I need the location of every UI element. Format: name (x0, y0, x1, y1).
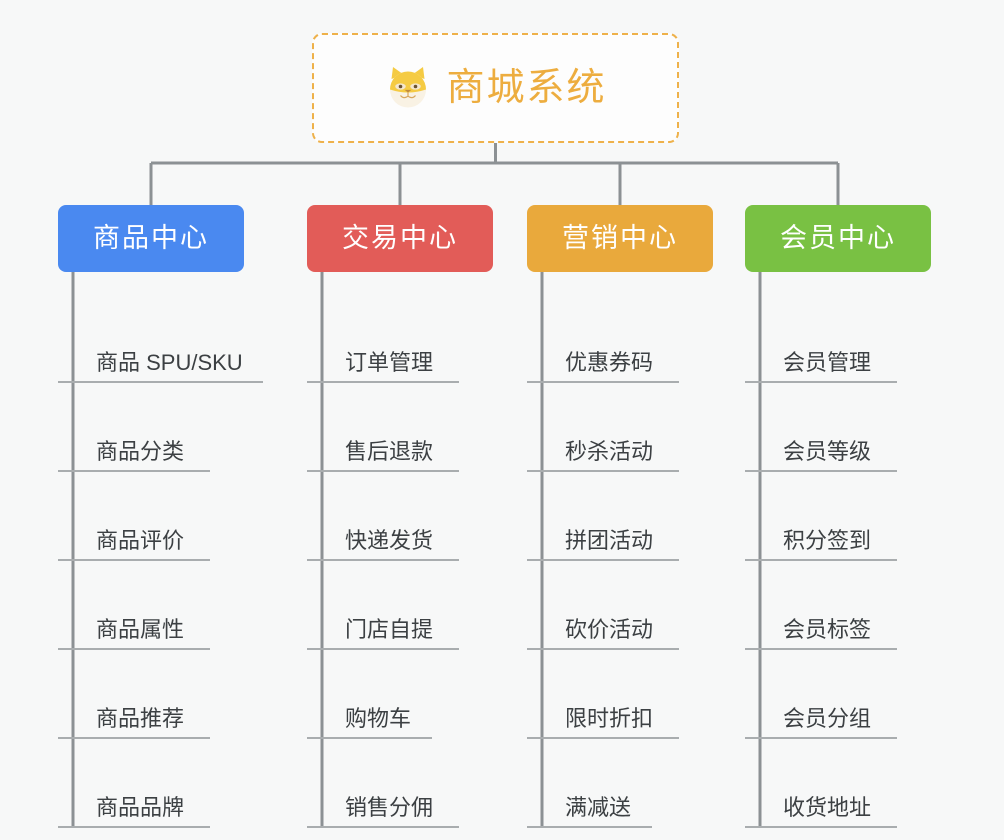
leaf-item-label: 优惠券码 (565, 350, 654, 375)
leaf-item-underline (745, 648, 897, 650)
leaf-item-underline (307, 559, 459, 561)
leaf-item-underline (307, 381, 459, 383)
leaf-item[interactable]: 商品评价 (58, 472, 244, 561)
leaf-item-underline (307, 826, 459, 828)
leaf-item[interactable]: 商品推荐 (58, 650, 244, 739)
leaf-item-underline (58, 737, 210, 739)
leaf-item[interactable]: 秒杀活动 (527, 383, 713, 472)
leaf-item-underline (307, 648, 459, 650)
leaf-item-label: 订单管理 (345, 350, 434, 375)
leaf-item-label: 会员标签 (783, 617, 872, 642)
category-column-member-center: 会员中心会员管理会员等级积分签到会员标签会员分组收货地址 (745, 205, 931, 828)
leaf-item-label: 拼团活动 (565, 528, 654, 553)
leaf-item-label: 门店自提 (345, 617, 434, 642)
leaf-item[interactable]: 销售分佣 (307, 739, 493, 828)
category-header-label: 会员中心 (780, 223, 896, 253)
category-header-marketing-center[interactable]: 营销中心 (527, 205, 713, 272)
leaf-item[interactable]: 售后退款 (307, 383, 493, 472)
category-header-trade-center[interactable]: 交易中心 (307, 205, 493, 272)
leaf-item[interactable]: 订单管理 (307, 294, 493, 383)
leaf-item-underline (58, 381, 263, 383)
leaf-item-underline (307, 470, 459, 472)
leaf-item-underline (527, 470, 679, 472)
leaf-item[interactable]: 购物车 (307, 650, 493, 739)
leaf-item[interactable]: 满减送 (527, 739, 713, 828)
category-header-label: 营销中心 (562, 223, 678, 253)
leaf-item-underline (307, 737, 432, 739)
leaf-list-product-center: 商品 SPU/SKU 商品分类商品评价商品属性商品推荐商品品牌 (58, 272, 263, 828)
root-node-shop-system[interactable]: 商城系统 (312, 33, 679, 143)
leaf-item-label: 购物车 (345, 706, 412, 731)
leaf-item[interactable]: 商品 SPU/SKU (58, 294, 263, 383)
category-header-product-center[interactable]: 商品中心 (58, 205, 244, 272)
leaf-item[interactable]: 优惠券码 (527, 294, 713, 383)
leaf-item-label: 商品品牌 (96, 795, 185, 820)
leaf-item-underline (58, 648, 210, 650)
leaf-item-label: 秒杀活动 (565, 439, 654, 464)
leaf-item-label: 收货地址 (783, 795, 872, 820)
leaf-item-label: 限时折扣 (565, 706, 654, 731)
leaf-item-label: 会员分组 (783, 706, 872, 731)
leaf-item-underline (527, 648, 679, 650)
leaf-item-label: 商品属性 (96, 617, 185, 642)
leaf-item[interactable]: 收货地址 (745, 739, 931, 828)
leaf-item-underline (58, 559, 210, 561)
leaf-item-underline (58, 470, 210, 472)
leaf-item-underline (745, 559, 897, 561)
leaf-item[interactable]: 快递发货 (307, 472, 493, 561)
leaf-item[interactable]: 商品品牌 (58, 739, 244, 828)
leaf-item-label: 砍价活动 (565, 617, 654, 642)
leaf-item-label: 售后退款 (345, 439, 434, 464)
leaf-item-label: 会员等级 (783, 439, 872, 464)
leaf-item-label: 销售分佣 (345, 795, 434, 820)
category-column-marketing-center: 营销中心优惠券码秒杀活动拼团活动砍价活动限时折扣满减送 (527, 205, 713, 828)
leaf-list-trade-center: 订单管理售后退款快递发货门店自提购物车销售分佣 (307, 272, 493, 828)
shiba-dog-face-icon (384, 64, 432, 112)
leaf-item[interactable]: 限时折扣 (527, 650, 713, 739)
category-header-label: 商品中心 (93, 223, 209, 253)
leaf-item-label: 商品分类 (96, 439, 185, 464)
category-column-trade-center: 交易中心订单管理售后退款快递发货门店自提购物车销售分佣 (307, 205, 493, 828)
leaf-item-underline (745, 470, 897, 472)
leaf-item-label: 积分签到 (783, 528, 872, 553)
leaf-list-marketing-center: 优惠券码秒杀活动拼团活动砍价活动限时折扣满减送 (527, 272, 713, 828)
leaf-item[interactable]: 门店自提 (307, 561, 493, 650)
leaf-list-member-center: 会员管理会员等级积分签到会员标签会员分组收货地址 (745, 272, 931, 828)
leaf-item[interactable]: 拼团活动 (527, 472, 713, 561)
leaf-item-label: 会员管理 (783, 350, 872, 375)
leaf-item[interactable]: 商品分类 (58, 383, 244, 472)
leaf-item-underline (527, 737, 679, 739)
leaf-item[interactable]: 会员标签 (745, 561, 931, 650)
leaf-item-underline (745, 826, 897, 828)
root-title: 商城系统 (446, 67, 607, 109)
leaf-item[interactable]: 砍价活动 (527, 561, 713, 650)
leaf-item-label: 商品推荐 (96, 706, 185, 731)
leaf-item-underline (527, 826, 652, 828)
category-column-product-center: 商品中心商品 SPU/SKU 商品分类商品评价商品属性商品推荐商品品牌 (58, 205, 263, 828)
leaf-item-label: 满减送 (565, 795, 632, 820)
leaf-item-underline (527, 381, 679, 383)
category-header-label: 交易中心 (342, 223, 458, 253)
leaf-item-underline (58, 826, 210, 828)
leaf-item-underline (527, 559, 679, 561)
leaf-item-label: 商品 SPU/SKU (96, 350, 243, 375)
leaf-item-underline (745, 381, 897, 383)
leaf-item[interactable]: 商品属性 (58, 561, 244, 650)
leaf-item-label: 快递发货 (345, 528, 434, 553)
leaf-item[interactable]: 会员管理 (745, 294, 931, 383)
category-header-member-center[interactable]: 会员中心 (745, 205, 931, 272)
leaf-item[interactable]: 积分签到 (745, 472, 931, 561)
leaf-item-label: 商品评价 (96, 528, 185, 553)
leaf-item-underline (745, 737, 897, 739)
leaf-item[interactable]: 会员分组 (745, 650, 931, 739)
leaf-item[interactable]: 会员等级 (745, 383, 931, 472)
